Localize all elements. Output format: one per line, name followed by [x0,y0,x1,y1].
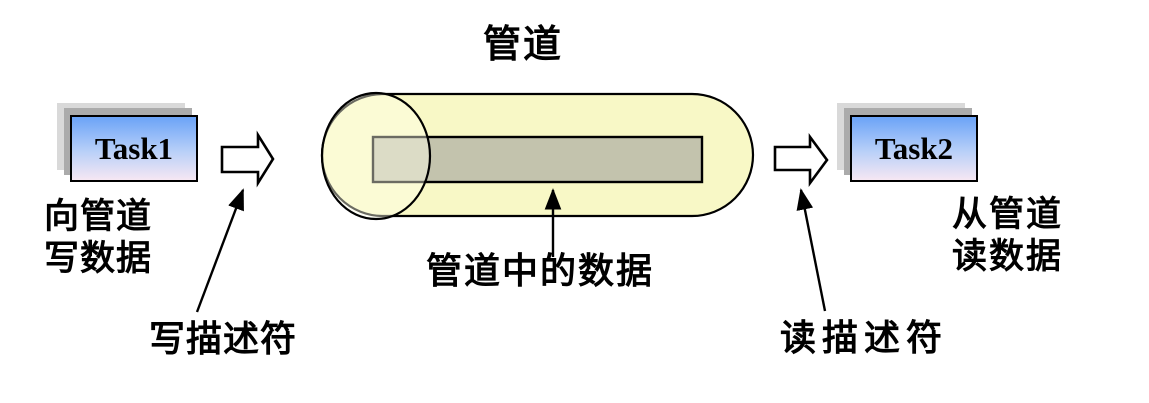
task2-label: Task2 [874,131,954,166]
pipe-data-label: 管道中的数据 [426,250,655,291]
task1-box: Task1 [70,115,198,182]
flow-right-arrow-write-icon [220,130,275,188]
task2-caption: 从管道 读数据 [951,195,1063,276]
flow-right-arrow-read-icon [773,133,829,187]
write-descriptor-arrow-icon [195,188,245,313]
task1-caption: 向管道 写数据 [44,197,153,278]
read-descriptor-arrow-icon [796,188,827,312]
pipe-mouth-ellipse [320,91,432,221]
write-descriptor-label: 写描述符 [149,318,298,359]
read-descriptor-label: 读描述符 [780,317,949,358]
task1-label: Task1 [94,131,174,166]
task2-box: Task2 [850,115,978,182]
diagram-title: 管道 [482,24,563,66]
